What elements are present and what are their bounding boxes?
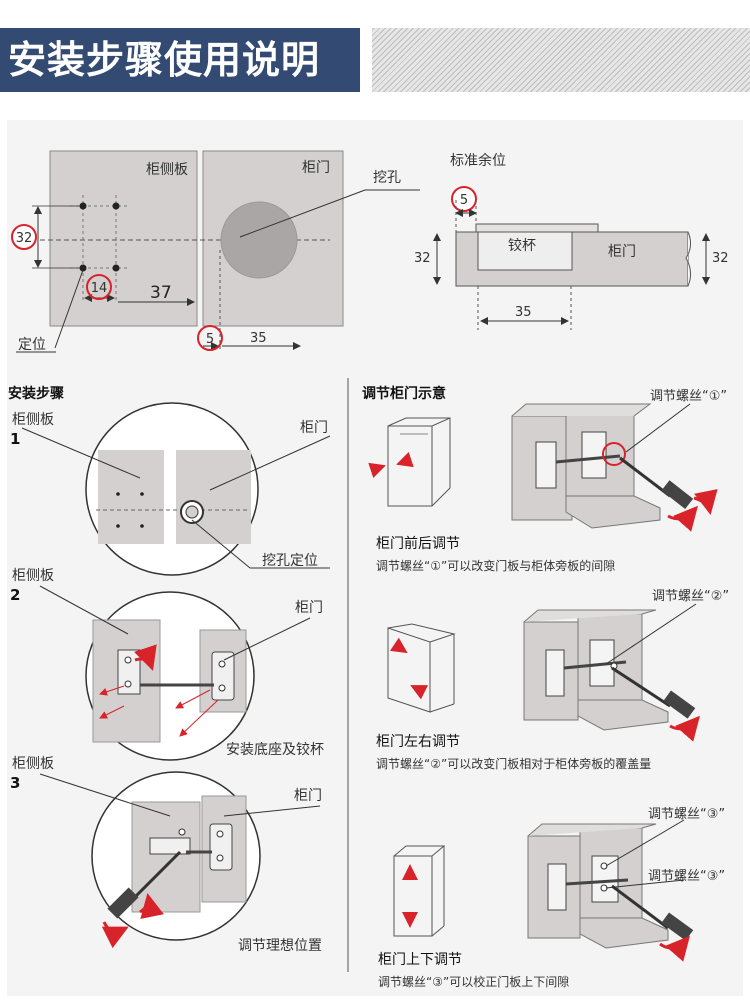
install-steps: 安装步骤 柜侧板 1 柜门 挖孔定位 柜侧板 2 bbox=[8, 385, 331, 954]
adjust-left-right: 调节螺丝“②” 柜门左右调节 调节螺丝“②”可以改变门板相对于柜体旁板的覆盖量 bbox=[376, 589, 729, 771]
install-heading: 安装步骤 bbox=[8, 385, 64, 402]
screw-holes bbox=[70, 195, 128, 302]
adj1-screw-label: 调节螺丝“①” bbox=[650, 389, 727, 404]
cup-label: 铰杯 bbox=[508, 238, 536, 254]
cabinet-side-board bbox=[49, 150, 198, 327]
cup-recess bbox=[477, 231, 573, 271]
dim-32: 32 bbox=[16, 231, 33, 246]
adj2-title: 柜门左右调节 bbox=[376, 734, 460, 750]
step1-door-label: 柜门 bbox=[300, 420, 328, 436]
page-header: 安装步骤使用说明 bbox=[0, 28, 750, 92]
step1-number: 1 bbox=[10, 430, 20, 448]
adj2-screw-label: 调节螺丝“②” bbox=[652, 589, 729, 604]
adj1-title: 柜门前后调节 bbox=[376, 535, 460, 552]
step2-door-label: 柜门 bbox=[295, 600, 323, 616]
dim-37: 37 bbox=[150, 283, 172, 303]
install-step-2: 柜侧板 2 柜门 安装底座及铰杯 bbox=[10, 568, 324, 761]
door-label: 柜门 bbox=[302, 160, 330, 176]
side-panel-edge bbox=[475, 223, 599, 233]
screwdriver bbox=[130, 850, 182, 902]
margin-dim-32-right: 32 bbox=[712, 251, 729, 266]
margin-dim-32-left: 32 bbox=[414, 251, 431, 266]
step3-side-label: 柜侧板 bbox=[12, 756, 54, 772]
adj1-desc: 调节螺丝“①”可以改变门板与柜体旁板的间隙 bbox=[376, 558, 615, 573]
title-edge bbox=[360, 28, 372, 92]
adj3-screw-label-mid: 调节螺丝“③” bbox=[648, 869, 725, 884]
step3-number: 3 bbox=[10, 774, 20, 792]
cabinet-side-label: 柜侧板 bbox=[146, 162, 188, 178]
screw1-highlight bbox=[602, 442, 626, 466]
step1-side-label: 柜侧板 bbox=[12, 412, 54, 428]
adjust-heading: 调节柜门示意 bbox=[362, 385, 446, 402]
standard-margin-diagram: 标准余位 铰杯 柜门 5 32 32 35 bbox=[414, 152, 729, 330]
step1-caption: 挖孔定位 bbox=[262, 553, 318, 569]
adj3-title: 柜门上下调节 bbox=[378, 952, 462, 968]
adjust-up-down: 调节螺丝“③” 调节螺丝“③” 柜门上下调节 调节螺丝“③”可以校正门板上下间隙 bbox=[378, 807, 725, 989]
install-step-1: 柜侧板 1 柜门 挖孔定位 bbox=[10, 402, 331, 576]
margin-dim-35: 35 bbox=[515, 305, 532, 320]
adj3-screw-label-top: 调节螺丝“③” bbox=[648, 807, 725, 822]
margin-door-label: 柜门 bbox=[608, 244, 636, 260]
margin-title: 标准余位 bbox=[450, 152, 506, 169]
dim-14-circle bbox=[86, 274, 112, 300]
adj3-desc: 调节螺丝“③”可以校正门板上下间隙 bbox=[378, 974, 569, 989]
drilling-dimension-diagram: 柜侧板 柜门 挖孔 32 14 37 bbox=[11, 150, 420, 353]
install-step-3: 柜侧板 3 柜门 调节理想位置 bbox=[10, 756, 322, 954]
margin-dim-5: 5 bbox=[460, 193, 468, 208]
cup-hole bbox=[220, 201, 298, 279]
step3-door-label: 柜门 bbox=[294, 788, 322, 804]
step3-caption: 调节理想位置 bbox=[238, 938, 322, 954]
dim-32-circle bbox=[11, 224, 37, 250]
hole-label: 挖孔 bbox=[373, 170, 401, 186]
dim-35: 35 bbox=[250, 331, 267, 346]
adjust-front-back: 调节螺丝“①” 柜门前后调节 调节螺丝“①”可以改变门板与柜体旁板的间隙 bbox=[368, 389, 727, 573]
position-label: 定位 bbox=[18, 337, 46, 353]
dim-14: 14 bbox=[91, 281, 108, 296]
page-title: 安装步骤使用说明 bbox=[0, 28, 372, 92]
step2-caption: 安装底座及铰杯 bbox=[226, 742, 324, 758]
dim-5: 5 bbox=[206, 332, 214, 347]
hole-leader bbox=[239, 189, 366, 238]
step2-number: 2 bbox=[10, 586, 20, 604]
adjust-section: 调节柜门示意 调节螺丝“①” 柜门前后调节 bbox=[362, 385, 729, 989]
step2-side-label: 柜侧板 bbox=[12, 568, 54, 584]
dim-5-circle bbox=[197, 325, 223, 351]
adj2-desc: 调节螺丝“②”可以改变门板相对于柜体旁板的覆盖量 bbox=[376, 756, 651, 771]
